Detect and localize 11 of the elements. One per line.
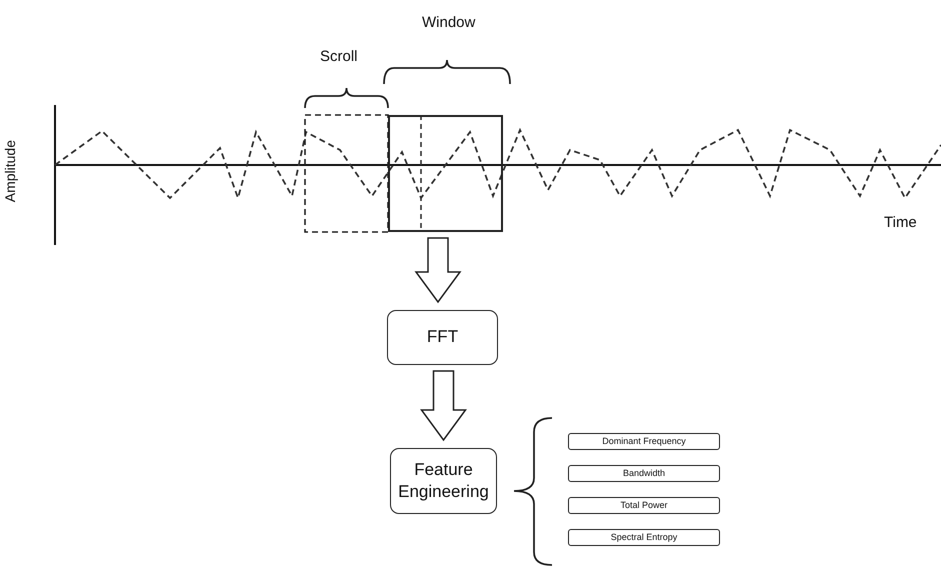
process-box: Total Power (568, 497, 720, 514)
window-frame (388, 115, 503, 232)
process-box: Spectral Entropy (568, 529, 720, 546)
axis-title: Amplitude (2, 140, 18, 202)
annotation-label: Window (422, 14, 476, 31)
process-box: FFT (387, 310, 498, 365)
annotation-label: Time (884, 214, 917, 231)
process-box: Feature Engineering (390, 448, 497, 514)
annotation-label: Scroll (320, 48, 358, 65)
process-box: Dominant Frequency (568, 433, 720, 450)
process-box: Bandwidth (568, 465, 720, 482)
